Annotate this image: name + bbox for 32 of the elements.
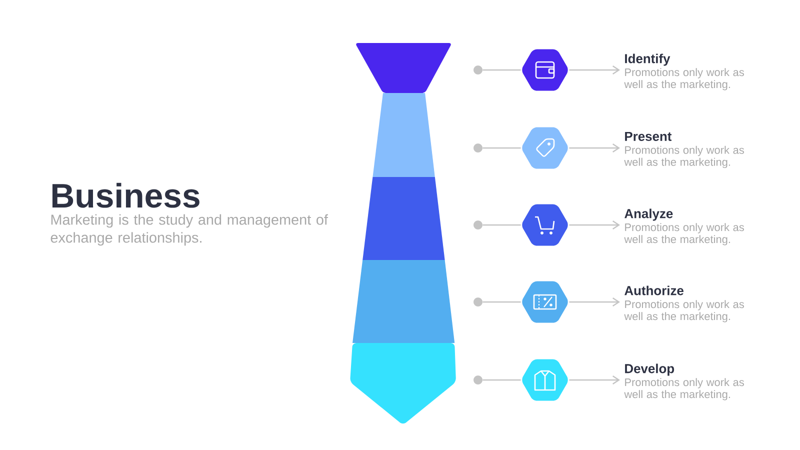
step-heading: Analyze	[624, 208, 673, 221]
connector	[569, 143, 620, 153]
step-heading: Identify	[625, 54, 670, 66]
step-heading: Authorize	[624, 286, 684, 296]
dot	[474, 376, 482, 384]
dot	[474, 66, 482, 74]
step-description: Promotions only work as well as the marketing.	[624, 146, 744, 168]
connector	[482, 301, 521, 303]
step-description: Promotions only work as well as the marketing.	[624, 300, 744, 322]
step-heading: Present	[625, 132, 672, 141]
connector	[482, 69, 521, 71]
heading: Business	[52, 182, 200, 208]
step-description: Promotions only work as well as the marketing.	[624, 68, 744, 90]
connector	[569, 220, 620, 230]
dot	[474, 220, 482, 230]
step-heading: Develop	[625, 364, 674, 376]
hexagon	[522, 359, 568, 401]
step-description: Promotions only work as well as the marketing.	[624, 378, 744, 400]
hexagon	[522, 281, 568, 323]
connector	[569, 297, 620, 307]
hexagon	[522, 49, 568, 91]
description: Marketing is the study and management of exchange relationships.	[50, 214, 328, 246]
dot	[474, 144, 482, 152]
dot	[474, 298, 482, 306]
connector	[482, 147, 521, 149]
connector	[569, 375, 620, 385]
step-description: Promotions only work as well as the marketing.	[624, 223, 744, 246]
connector	[569, 65, 620, 75]
connector	[482, 224, 521, 226]
connector	[482, 379, 521, 381]
hexagon	[522, 204, 568, 246]
hexagon	[522, 127, 568, 169]
